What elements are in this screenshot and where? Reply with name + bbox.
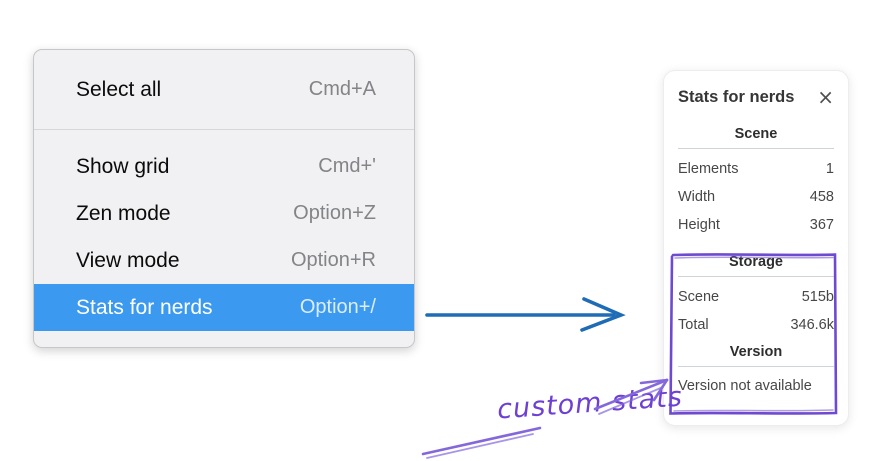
menu-item-show-grid[interactable]: Show grid Cmd+'	[34, 143, 414, 190]
menu-item-label: View mode	[76, 248, 180, 272]
menu-item-shortcut: Cmd+'	[318, 155, 376, 177]
stat-label: Width	[678, 189, 716, 205]
stat-value: 515b	[801, 289, 834, 305]
annotation-arrow	[421, 378, 669, 459]
context-menu: Select all Cmd+A Show grid Cmd+' Zen mod…	[33, 49, 415, 348]
section-rule	[678, 366, 834, 367]
stats-section-scene: Scene Elements 1 Width 458 Height 367	[678, 121, 834, 239]
section-heading: Version	[729, 344, 783, 360]
version-note: Version not available	[678, 378, 812, 394]
menu-group-bottom: Show grid Cmd+' Zen mode Option+Z View m…	[34, 130, 414, 331]
stat-row-elements: Elements 1	[678, 155, 834, 183]
menu-item-label: Stats for nerds	[76, 295, 213, 319]
close-icon[interactable]: ×	[817, 85, 834, 109]
flow-arrow	[425, 297, 626, 332]
menu-item-shortcut: Cmd+A	[308, 78, 376, 100]
stat-row-height: Height 367	[678, 211, 834, 239]
stat-row-scene-size: Scene 515b	[678, 283, 834, 311]
stats-panel: Stats for nerds × Scene Elements 1 Width…	[663, 70, 849, 426]
menu-group-top: Select all Cmd+A	[34, 50, 414, 129]
stat-label: Elements	[678, 161, 739, 177]
stat-value: 458	[809, 189, 834, 205]
menu-item-label: Zen mode	[76, 201, 171, 225]
menu-item-shortcut: Option+Z	[293, 202, 376, 224]
stats-section-storage: Storage Scene 515b Total 346.6k	[678, 249, 834, 339]
section-rule	[678, 148, 834, 149]
stat-row-width: Width 458	[678, 183, 834, 211]
stats-section-version: Version Version not available	[678, 339, 834, 399]
stat-row-total-size: Total 346.6k	[678, 311, 834, 339]
stat-value: 1	[825, 161, 834, 177]
stats-panel-title: Stats for nerds	[678, 87, 795, 106]
stat-value: 367	[809, 217, 834, 233]
stats-panel-header: Stats for nerds ×	[678, 87, 834, 107]
section-heading: Scene	[734, 126, 778, 142]
menu-item-view-mode[interactable]: View mode Option+R	[34, 237, 414, 284]
section-rule	[678, 276, 834, 277]
menu-item-label: Select all	[76, 77, 162, 101]
menu-divider	[34, 129, 414, 130]
menu-item-stats-for-nerds[interactable]: Stats for nerds Option+/	[34, 284, 414, 331]
stat-label: Total	[678, 317, 709, 333]
menu-item-label: Show grid	[76, 154, 170, 178]
stat-label: Height	[678, 217, 720, 233]
stat-value: 346.6k	[790, 317, 834, 333]
section-heading: Storage	[729, 254, 783, 270]
stat-label: Scene	[678, 289, 720, 305]
menu-item-shortcut: Option+/	[299, 296, 376, 318]
menu-item-select-all[interactable]: Select all Cmd+A	[34, 66, 414, 113]
menu-item-zen-mode[interactable]: Zen mode Option+Z	[34, 190, 414, 237]
menu-item-shortcut: Option+R	[290, 249, 376, 271]
